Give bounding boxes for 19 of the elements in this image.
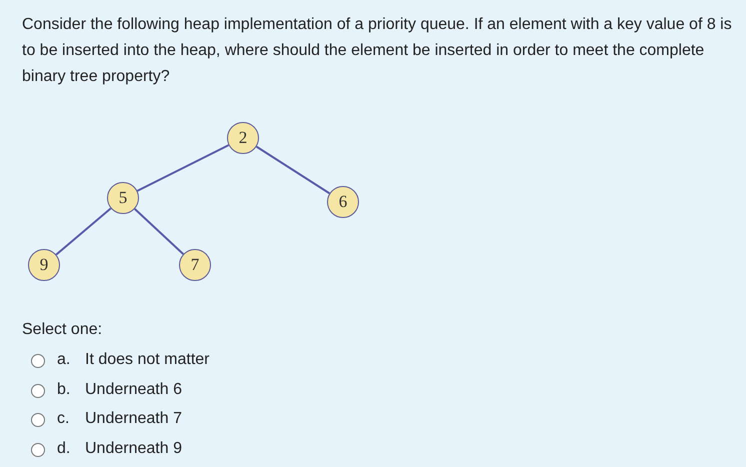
option-letter: c. (57, 410, 70, 428)
tree-node: 2 (227, 122, 259, 154)
tree-edge (56, 208, 112, 256)
option-letter: d. (57, 440, 70, 458)
prompt-text: Select one: (22, 321, 102, 339)
tree-edge (136, 144, 230, 192)
tree-node: 6 (327, 186, 359, 218)
option-text: Underneath 6 (85, 380, 182, 398)
tree-node: 5 (107, 182, 139, 214)
option-text: Underneath 9 (85, 440, 182, 458)
question-text: Consider the following heap implementation of a priority queue. If an element with a key value of 8 is to be inserted into the heap, where should the element be inserted in order to meet the complete binary tree property? (22, 15, 733, 87)
option-text: It does not matter (85, 351, 210, 369)
option-letter: b. (57, 380, 70, 398)
tree-node: 9 (28, 249, 60, 281)
tree-edge (256, 146, 330, 194)
tree-edge (134, 208, 184, 255)
option-letter: a. (57, 351, 70, 369)
tree-node: 7 (179, 249, 211, 281)
option-text: Underneath 7 (85, 410, 182, 428)
